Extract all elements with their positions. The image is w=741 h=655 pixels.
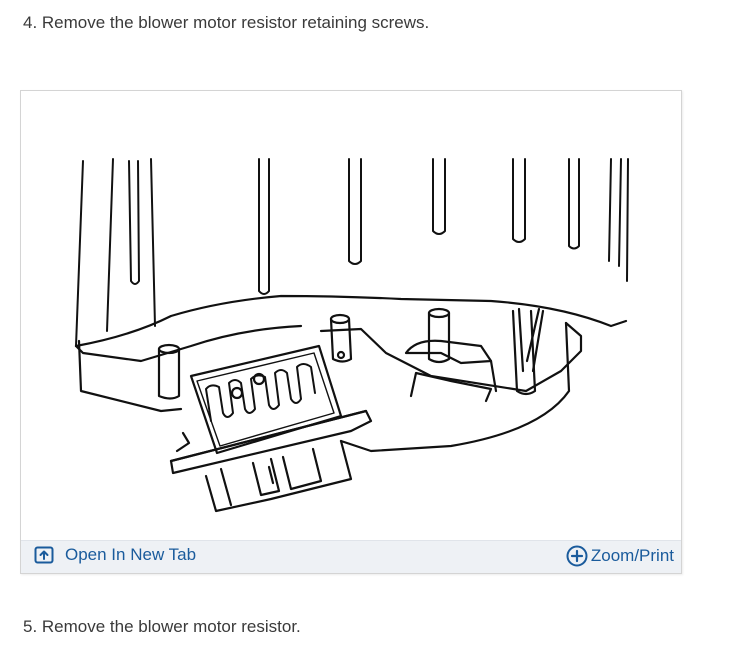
resistor-element (189, 344, 343, 455)
electrical-connector (204, 439, 353, 513)
resistor-mounting-plate (169, 409, 373, 475)
step-5-text: 5. Remove the blower motor resistor. (23, 617, 301, 636)
figure-container: Open In New Tab Zoom/Print (20, 90, 682, 574)
open-in-new-tab-link[interactable]: Open In New Tab (34, 545, 196, 565)
open-in-new-tab-label: Open In New Tab (65, 545, 197, 564)
zoom-print-link[interactable]: Zoom/Print (566, 545, 674, 567)
step-4-text: 4. Remove the blower motor resistor reta… (23, 13, 430, 32)
housing-lower-edge (74, 294, 628, 348)
lower-frame (77, 339, 183, 413)
zoom-print-label: Zoom/Print (590, 546, 674, 565)
plus-circle-icon (566, 545, 588, 567)
mounting-bosses (157, 307, 545, 400)
open-in-new-tab-icon (34, 546, 54, 564)
housing-ribs (75, 158, 629, 347)
figure-toolbar: Open In New Tab Zoom/Print (21, 540, 681, 573)
blower-motor-resistor-illustration (74, 158, 629, 513)
